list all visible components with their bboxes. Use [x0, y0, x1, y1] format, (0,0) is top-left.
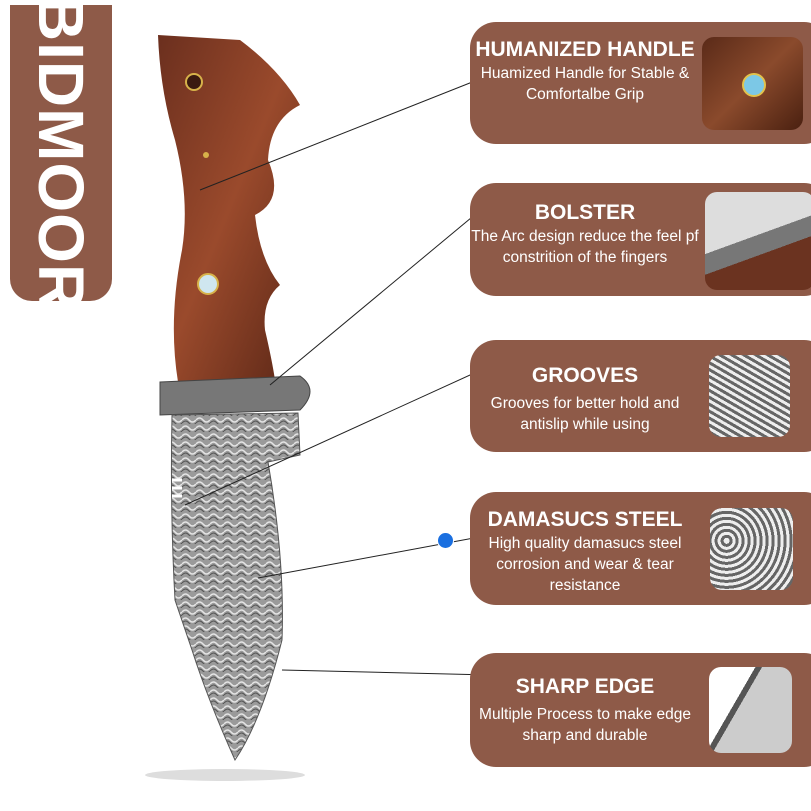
knife-blade: [170, 412, 301, 762]
bolster-closeup-icon: [705, 192, 811, 290]
handle-mosaic-pin: [197, 273, 219, 295]
grooves-closeup-icon: [709, 355, 790, 437]
handle-pin: [185, 73, 203, 91]
damascus-pattern-closeup-icon: [710, 508, 793, 590]
feature-panel-handle: HUMANIZED HANDLE Huamized Handle for Stab…: [470, 22, 811, 144]
feature-desc: Grooves for better hold and antislip whi…: [490, 395, 680, 433]
feature-panel-edge: SHARP EDGE Multiple Process to make edge …: [470, 653, 811, 767]
knife-handle: [158, 35, 300, 382]
brand-banner: BIDMOOR: [10, 0, 112, 311]
feature-panel-grooves: GROOVES Grooves for better hold and antis…: [470, 340, 811, 452]
blade-grooves: [172, 478, 182, 498]
edge-closeup-icon: [709, 667, 792, 753]
feature-title: BOLSTER: [534, 201, 636, 224]
shadow: [145, 769, 305, 781]
feature-title: SHARP EDGE: [515, 675, 655, 698]
hotspot-dot[interactable]: [437, 532, 454, 549]
feature-title: GROOVES: [531, 364, 639, 387]
handle-pin-closeup-icon: [702, 37, 803, 130]
feature-desc: The Arc design reduce the feel pf constr…: [471, 228, 699, 266]
feature-desc: Multiple Process to make edge sharp and …: [479, 706, 691, 744]
feature-desc: Huamized Handle for Stable & Comfortalbe…: [480, 65, 690, 103]
feature-panel-damascus: DAMASUCS STEEL High quality damasucs stee…: [470, 492, 811, 605]
feature-title: DAMASUCS STEEL: [487, 508, 683, 531]
feature-panel-bolster: BOLSTER The Arc design reduce the feel pf…: [470, 183, 811, 296]
knife-bolster: [159, 375, 311, 416]
feature-desc: High quality damasucs steel corrosion an…: [488, 535, 682, 594]
feature-title: HUMANIZED HANDLE: [475, 38, 695, 61]
handle-pin: [203, 152, 209, 158]
